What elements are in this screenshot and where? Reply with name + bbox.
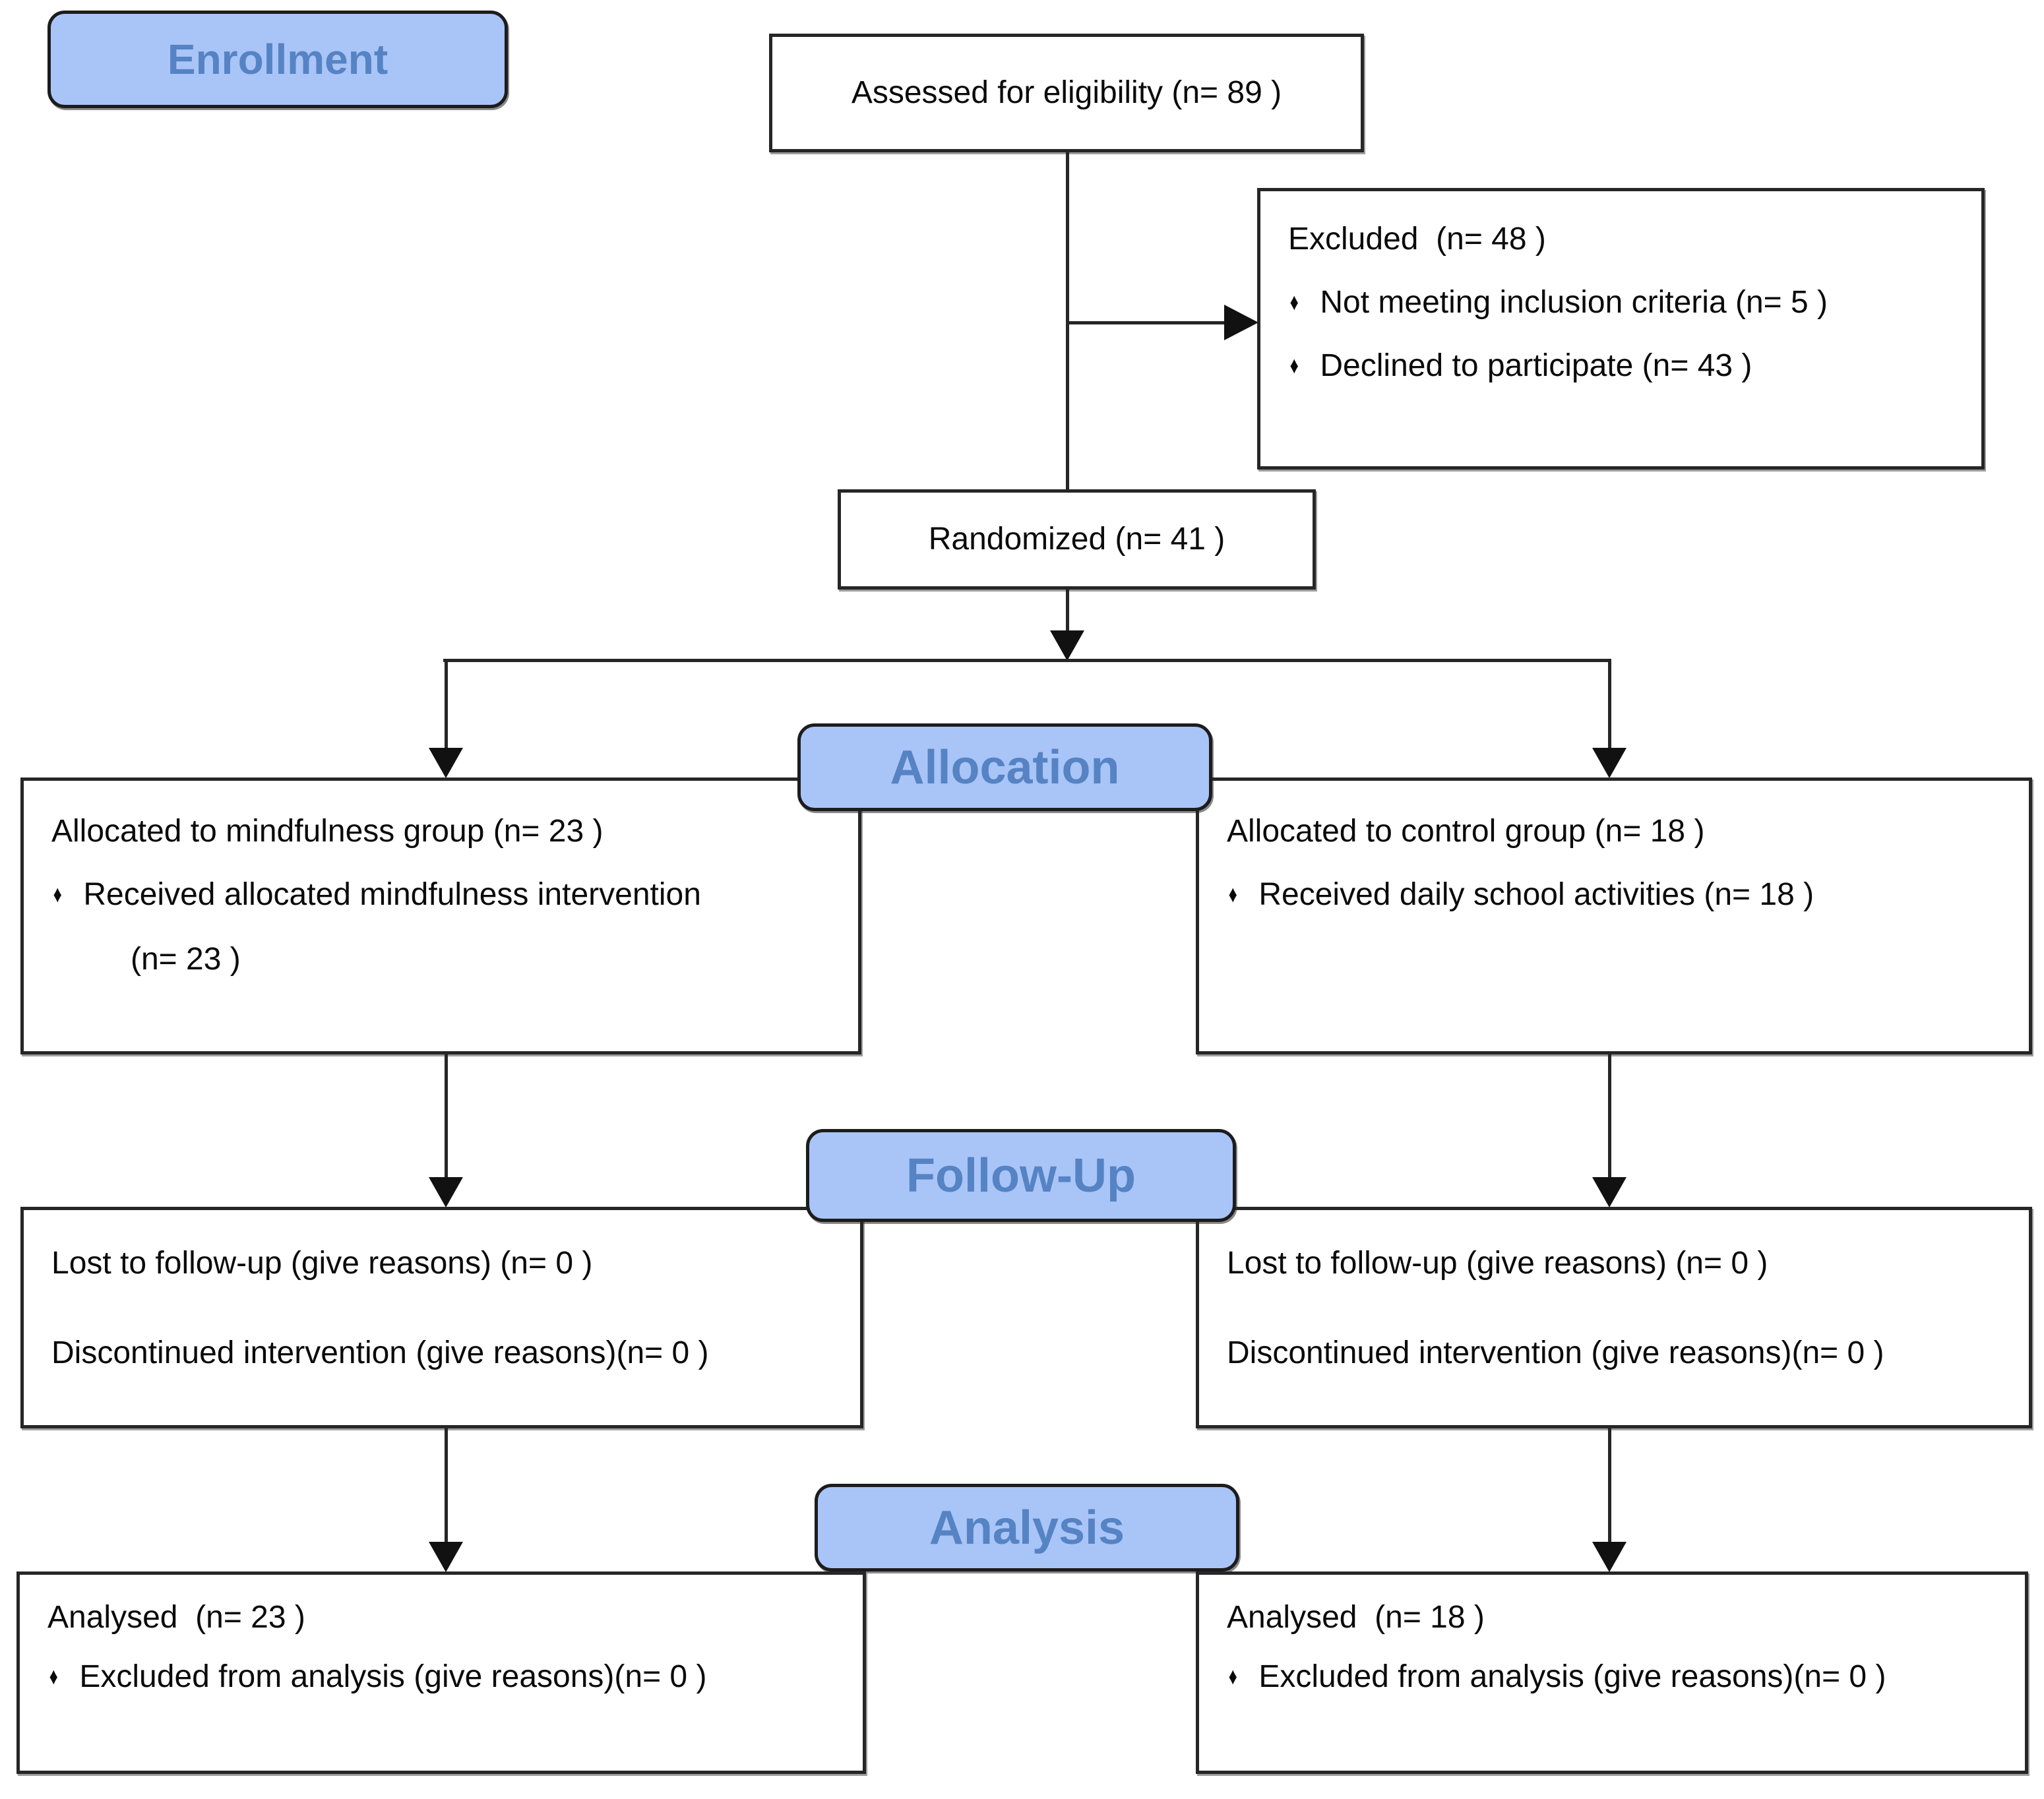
followup-left-line2: Discontinued intervention (give reasons)…: [51, 1335, 709, 1370]
arrowhead-excluded-icon: [1224, 305, 1258, 340]
stage-pill-allocation: Allocation: [797, 723, 1212, 811]
connector-to-excluded: [1067, 321, 1225, 324]
analysed-left-box: Analysed (n= 23 ) ♦ Excluded from analys…: [16, 1571, 866, 1774]
connector-branch-to-alloc-left: [445, 659, 448, 751]
excluded-bullet-2-text: Declined to participate (n= 43 ): [1320, 348, 1752, 383]
followup-right-line1: Lost to follow-up (give reasons) (n= 0 ): [1227, 1246, 1768, 1281]
allocated-control-box: Allocated to control group (n= 18 ) ♦ Re…: [1196, 778, 2032, 1054]
assessed-eligibility-text: Assessed for eligibility (n= 89 ): [851, 75, 1282, 111]
analysed-left-bullet: ♦ Excluded from analysis (give reasons)(…: [47, 1659, 840, 1695]
followup-right-line2: Discontinued intervention (give reasons)…: [1227, 1335, 1884, 1370]
connector-branch-to-alloc-right: [1608, 659, 1611, 751]
analysed-right-title: Analysed (n= 18 ): [1227, 1600, 1485, 1635]
diamond-bullet-icon: ♦: [53, 880, 62, 907]
diamond-bullet-icon: ♦: [1228, 1662, 1237, 1690]
arrowhead-alloc-right-icon: [1592, 748, 1626, 778]
allocated-mindfulness-title: Allocated to mindfulness group (n= 23 ): [51, 814, 604, 849]
connector-randomized-to-branch: [1066, 590, 1069, 633]
allocated-control-bullet: ♦ Received daily school activities (n= 1…: [1227, 877, 2006, 913]
analysed-right-box: Analysed (n= 18 ) ♦ Excluded from analys…: [1196, 1571, 2028, 1774]
diamond-bullet-icon: ♦: [1289, 351, 1299, 379]
followup-right-box: Lost to follow-up (give reasons) (n= 0 )…: [1196, 1207, 2032, 1428]
connector-assessed-to-randomized: [1066, 151, 1069, 489]
excluded-bullet-2: ♦ Declined to participate (n= 43 ): [1288, 348, 1956, 384]
allocated-mindfulness-bullet-text: Received allocated mindfulness intervent…: [83, 876, 701, 912]
stage-label-enrollment: Enrollment: [167, 36, 388, 83]
allocated-control-title: Allocated to control group (n= 18 ): [1227, 814, 1705, 849]
connector-followup-to-analysis-left: [445, 1428, 448, 1544]
arrowhead-alloc-left-icon: [429, 748, 463, 778]
arrowhead-branch-icon: [1050, 630, 1084, 661]
arrowhead-analysis-right-icon: [1592, 1542, 1626, 1572]
assessed-eligibility-box: Assessed for eligibility (n= 89 ): [769, 34, 1364, 152]
analysed-left-title: Analysed (n= 23 ): [47, 1600, 305, 1635]
connector-alloc-to-followup-right: [1608, 1054, 1611, 1180]
connector-followup-to-analysis-right: [1608, 1428, 1611, 1544]
followup-left-box: Lost to follow-up (give reasons) (n= 0 )…: [20, 1207, 863, 1428]
analysed-right-bullet-text: Excluded from analysis (give reasons)(n=…: [1258, 1659, 1886, 1694]
excluded-box: Excluded (n= 48 ) ♦ Not meeting inclusio…: [1257, 188, 1985, 470]
allocated-control-bullet-text: Received daily school activities (n= 18 …: [1258, 876, 1814, 912]
stage-pill-analysis: Analysis: [815, 1484, 1239, 1571]
excluded-title: Excluded (n= 48 ): [1288, 222, 1546, 257]
allocated-mindfulness-box: Allocated to mindfulness group (n= 23 ) …: [20, 778, 861, 1054]
allocated-mindfulness-bullet: ♦ Received allocated mindfulness interve…: [51, 877, 836, 913]
arrowhead-analysis-left-icon: [429, 1542, 463, 1572]
stage-label-follow-up: Follow-Up: [906, 1149, 1136, 1202]
randomized-box: Randomized (n= 41 ): [838, 489, 1316, 590]
randomized-text: Randomized (n= 41 ): [928, 522, 1225, 557]
analysed-left-bullet-text: Excluded from analysis (give reasons)(n=…: [79, 1659, 707, 1694]
excluded-bullet-1-text: Not meeting inclusion criteria (n= 5 ): [1320, 284, 1828, 320]
arrowhead-followup-right-icon: [1592, 1177, 1626, 1207]
stage-pill-enrollment: Enrollment: [47, 11, 508, 108]
diamond-bullet-icon: ♦: [1289, 288, 1299, 315]
stage-label-allocation: Allocation: [890, 741, 1120, 794]
stage-pill-follow-up: Follow-Up: [806, 1129, 1236, 1222]
stage-label-analysis: Analysis: [929, 1501, 1125, 1554]
connector-alloc-to-followup-left: [445, 1054, 448, 1180]
diamond-bullet-icon: ♦: [1228, 880, 1237, 907]
arrowhead-followup-left-icon: [429, 1177, 463, 1207]
branch-line: [443, 659, 1611, 662]
followup-left-line1: Lost to follow-up (give reasons) (n= 0 ): [51, 1246, 593, 1281]
allocated-mindfulness-bullet-continuation: (n= 23 ): [131, 941, 241, 977]
excluded-bullet-1: ♦ Not meeting inclusion criteria (n= 5 ): [1288, 285, 1956, 320]
diamond-bullet-icon: ♦: [49, 1662, 58, 1690]
analysed-right-bullet: ♦ Excluded from analysis (give reasons)(…: [1227, 1659, 2002, 1695]
